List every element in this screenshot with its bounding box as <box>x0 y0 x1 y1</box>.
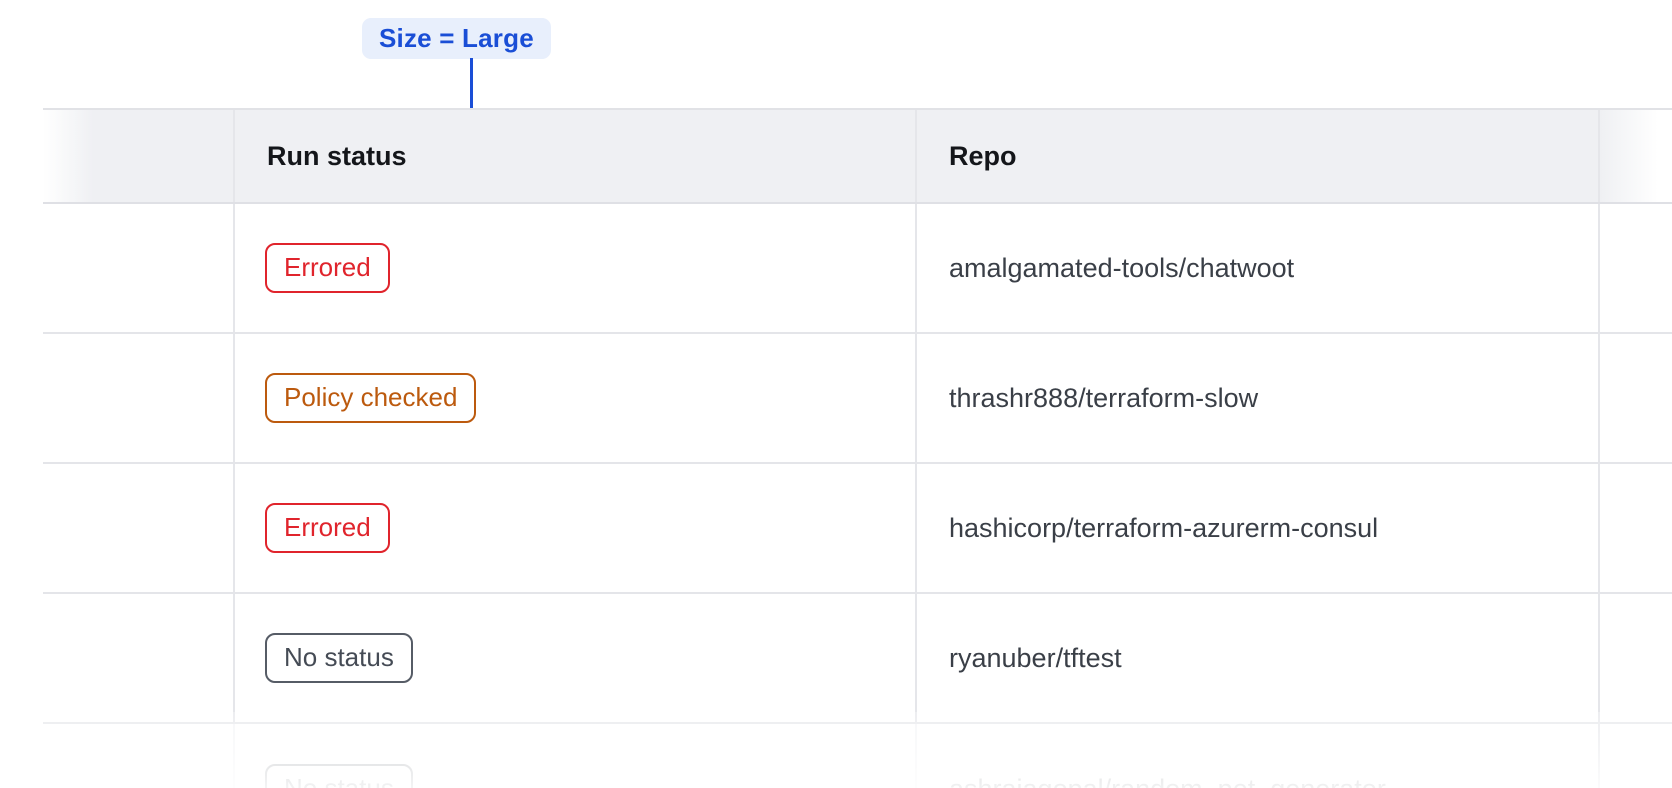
row-trailing-cell <box>1598 334 1672 462</box>
repo-cell: ashrajagopal/random_pet_generator <box>915 724 1598 788</box>
size-annotation-label: Size = Large <box>362 18 551 59</box>
repo-name: hashicorp/terraform-azurerm-consul <box>949 512 1379 543</box>
run-status-column-header: Run status <box>267 140 407 171</box>
run-status-badge: Errored <box>265 242 390 294</box>
repo-name: ashrajagopal/random_pet_generator <box>917 774 1386 788</box>
row-leading-cell <box>43 464 233 592</box>
run-status-cell: Errored <box>233 204 915 332</box>
row-leading-cell <box>43 334 233 462</box>
run-status-cell: Errored <box>233 464 915 592</box>
run-status-badge: No status <box>265 632 413 684</box>
table-row[interactable]: No status ashrajagopal/random_pet_genera… <box>43 724 1672 788</box>
repo-name: thrashr888/terraform-slow <box>949 382 1259 413</box>
runs-table: Run status Repo Errored amalgamated-tool… <box>43 108 1672 788</box>
repo-cell: thrashr888/terraform-slow <box>915 334 1598 462</box>
repo-cell: ryanuber/tftest <box>915 594 1598 722</box>
repo-name: amalgamated-tools/chatwoot <box>949 252 1295 283</box>
table-row[interactable]: Errored hashicorp/terraform-azurerm-cons… <box>43 464 1672 594</box>
header-cell-trailing <box>1598 110 1672 202</box>
repo-cell: hashicorp/terraform-azurerm-consul <box>915 464 1598 592</box>
row-leading-cell <box>43 724 233 788</box>
row-trailing-cell <box>1598 204 1672 332</box>
table-row[interactable]: Policy checked thrashr888/terraform-slow <box>43 334 1672 464</box>
table-row[interactable]: Errored amalgamated-tools/chatwoot <box>43 204 1672 334</box>
repo-name: ryanuber/tftest <box>949 642 1122 673</box>
table-header-row: Run status Repo <box>43 108 1672 204</box>
row-trailing-cell <box>1598 594 1672 722</box>
run-status-badge: No status <box>265 763 413 788</box>
row-trailing-cell <box>1598 464 1672 592</box>
row-leading-cell <box>43 204 233 332</box>
size-annotation-text: Size = Large <box>379 23 534 53</box>
row-leading-cell <box>43 594 233 722</box>
header-cell-repo: Repo <box>915 110 1598 202</box>
run-status-cell: No status <box>233 594 915 722</box>
run-status-badge: Policy checked <box>265 372 477 424</box>
repo-cell: amalgamated-tools/chatwoot <box>915 204 1598 332</box>
table-row[interactable]: No status ryanuber/tftest <box>43 594 1672 724</box>
header-cell-leading <box>43 110 233 202</box>
run-status-cell: Policy checked <box>233 334 915 462</box>
header-cell-run-status: Run status <box>233 110 915 202</box>
run-status-badge: Errored <box>265 502 390 554</box>
repo-column-header: Repo <box>949 140 1017 171</box>
row-trailing-cell <box>1598 724 1672 788</box>
run-status-cell: No status <box>233 724 915 788</box>
